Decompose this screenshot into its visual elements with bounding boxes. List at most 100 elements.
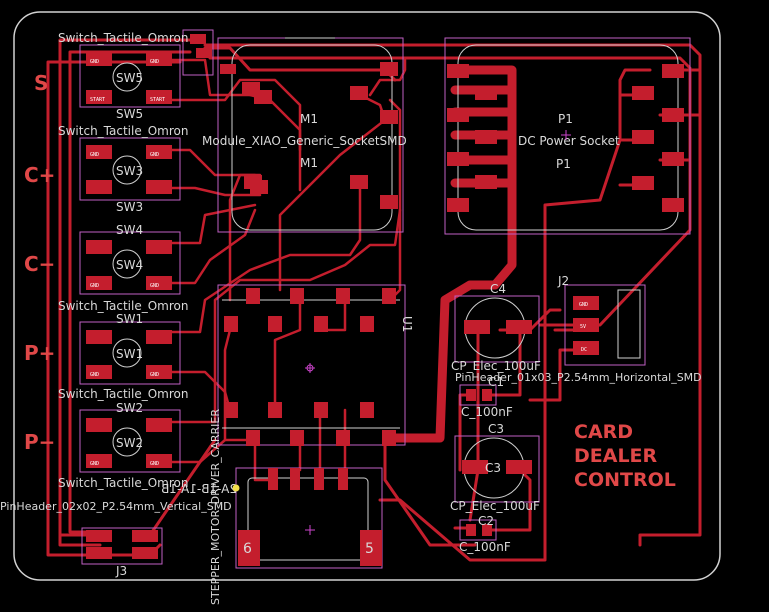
u1-pad-b3 bbox=[314, 402, 328, 418]
conn-pin-5: 5 bbox=[365, 541, 374, 557]
sw5-ref-center: SW5 bbox=[116, 71, 143, 85]
p1-pad-l4 bbox=[475, 130, 497, 144]
sw4-value: Switch_Tactile_Omron bbox=[58, 299, 188, 313]
sw5-pad-2 bbox=[146, 52, 172, 66]
sw2-ref: SW2 bbox=[116, 401, 143, 415]
sw3-value: Switch_Tactile_Omron bbox=[58, 124, 188, 138]
sw1-pad-gnd-1: GND bbox=[90, 372, 99, 378]
sw4-pad-gnd-1: GND bbox=[90, 283, 99, 289]
pads bbox=[86, 34, 684, 566]
conn-mirror-text: 2A-1B-1A-1B bbox=[161, 482, 237, 496]
j2-pad-1 bbox=[573, 296, 599, 310]
conn-pin-6: 6 bbox=[243, 541, 252, 557]
side-label-p-plus: P+ bbox=[24, 341, 55, 365]
u1-ref: U1 bbox=[400, 316, 414, 332]
p1-pad-r7 bbox=[662, 198, 684, 212]
p1-pad-l5 bbox=[447, 152, 469, 166]
sw2-body bbox=[112, 427, 142, 457]
sw4-pad-4 bbox=[146, 276, 172, 290]
c1-pad-1 bbox=[466, 389, 476, 401]
p1-courtyard bbox=[444, 37, 691, 235]
sw1-pad-2 bbox=[146, 330, 172, 344]
u1-pad-b8 bbox=[382, 430, 396, 446]
sw1-ref-center: SW1 bbox=[116, 347, 143, 361]
sw2-ref-center: SW2 bbox=[116, 436, 143, 450]
sw3-courtyard bbox=[79, 137, 181, 201]
u1-pad-t1 bbox=[246, 288, 260, 304]
sw4-ref-center: SW4 bbox=[116, 258, 143, 272]
sw5-pad-start-1: START bbox=[90, 97, 105, 103]
side-label-p-minus: P− bbox=[24, 430, 55, 454]
origin-markers bbox=[232, 130, 571, 535]
j3-courtyard bbox=[81, 527, 163, 565]
sw3-ref-center: SW3 bbox=[116, 164, 143, 178]
sw2-pad-gnd-1: GND bbox=[90, 461, 99, 467]
conn-pad-4 bbox=[338, 468, 348, 490]
m1-pad-r2 bbox=[350, 86, 368, 100]
c3-pad-1 bbox=[462, 460, 488, 474]
u1-pad-b7 bbox=[336, 430, 350, 446]
m1-pad-r4 bbox=[350, 175, 368, 189]
sw1-value: Switch_Tactile_Omron bbox=[58, 387, 188, 401]
p1-ref-2: P1 bbox=[556, 157, 571, 171]
u1-pad-t5 bbox=[224, 316, 238, 332]
side-labels: S C+ C− P+ P− bbox=[24, 71, 55, 454]
c1-courtyard bbox=[459, 384, 497, 406]
u1-pad-t6 bbox=[268, 316, 282, 332]
sw3-pad-1 bbox=[86, 145, 112, 159]
p1-pad-l3 bbox=[447, 108, 469, 122]
sw5-pad-4 bbox=[146, 90, 172, 104]
sw5-ref: SW5 bbox=[116, 107, 143, 121]
j3-ref: J3 bbox=[115, 564, 127, 578]
sw4-ref: SW4 bbox=[116, 223, 143, 237]
conn-pad-6 bbox=[238, 530, 260, 566]
sw2-pad-gnd-2: GND bbox=[150, 461, 159, 467]
sw4-pad-1 bbox=[86, 240, 112, 254]
p1-pad-r5 bbox=[662, 152, 684, 166]
j2-value: PinHeader_01x03_P2.54mm_Horizontal_SMD bbox=[455, 371, 702, 384]
conn-pad-1 bbox=[268, 468, 278, 490]
m1-ref: M1 bbox=[300, 112, 318, 126]
j2-ref: J2 bbox=[557, 274, 569, 288]
c2-value: C_100nF bbox=[459, 540, 511, 554]
u1-pad-t8 bbox=[360, 316, 374, 332]
c2-pad-2 bbox=[482, 524, 492, 536]
sw5-courtyard bbox=[79, 44, 181, 108]
u1-pad-t3 bbox=[336, 288, 350, 304]
sw5-pad-gnd-1: GND bbox=[90, 59, 99, 65]
board-title: CARD DEALER CONTROL bbox=[574, 421, 676, 491]
p1-pad-r1 bbox=[662, 64, 684, 78]
j2-body bbox=[617, 289, 641, 359]
sw3-pad-3 bbox=[86, 180, 112, 194]
side-label-s: S bbox=[34, 71, 48, 95]
sw3-pad-gnd-2: GND bbox=[150, 152, 159, 158]
aux-pad-2 bbox=[196, 48, 212, 58]
p1-pad-l6 bbox=[475, 175, 497, 189]
j2-pin-2-label: 5V bbox=[580, 324, 586, 330]
u1-pad-b2 bbox=[268, 402, 282, 418]
sw1-pad-4 bbox=[146, 365, 172, 379]
c4-value: CP_Elec_100uF bbox=[451, 359, 541, 373]
sw4-pad-3 bbox=[86, 276, 112, 290]
c3-ref-center: C3 bbox=[485, 461, 501, 475]
sw2-pad-1 bbox=[86, 418, 112, 432]
sw3-pad-2 bbox=[146, 145, 172, 159]
sw3-ref: SW3 bbox=[116, 200, 143, 214]
c4-pad-2 bbox=[506, 320, 532, 334]
sw4-pad-2 bbox=[146, 240, 172, 254]
m1-pad-r5 bbox=[380, 195, 398, 209]
j2-pin-1-label: GND bbox=[579, 302, 588, 308]
c1-ref: C1 bbox=[488, 375, 504, 389]
aux-pad-3 bbox=[220, 64, 236, 74]
p1-value: DC Power Socket bbox=[518, 134, 620, 148]
sw5-aux-courtyard bbox=[182, 29, 214, 76]
sw2-value: Switch_Tactile_Omron bbox=[58, 476, 188, 490]
j3-pad-3 bbox=[86, 547, 112, 559]
c4-courtyard bbox=[454, 295, 540, 363]
sw5-pad-start-2: START bbox=[150, 97, 165, 103]
m1-value: Module_XIAO_Generic_SocketSMD bbox=[202, 134, 407, 148]
c1-pad-2 bbox=[482, 389, 492, 401]
sw2-pad-4 bbox=[146, 454, 172, 468]
sw1-pad-gnd-2: GND bbox=[150, 372, 159, 378]
